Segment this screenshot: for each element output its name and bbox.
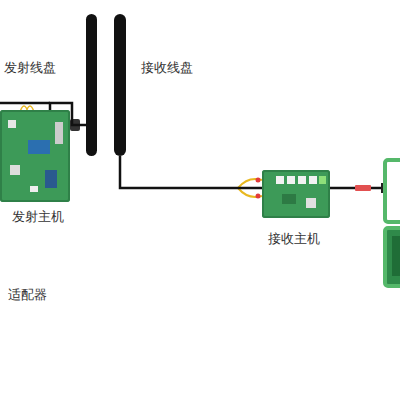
board-component: [8, 120, 16, 128]
circuit-board: 接收主机: [262, 170, 330, 218]
board-component: [55, 122, 63, 144]
coil-pad: 发射线盘: [86, 14, 97, 156]
coil-pad: 接收线盘: [114, 14, 126, 156]
board-component: [10, 165, 20, 175]
node-label: 接收线盘: [141, 60, 193, 76]
board-component: [276, 176, 284, 184]
display-screen: [385, 228, 400, 286]
board-component: [298, 176, 306, 184]
node-label: 发射主机: [12, 209, 64, 225]
board-component: [287, 176, 295, 184]
board-component: [28, 140, 50, 154]
cable-line: [120, 156, 262, 188]
board-component: [282, 194, 296, 204]
board-component: [306, 198, 316, 208]
adapter-cable: [0, 102, 50, 105]
circuit-board: 发射主机: [0, 110, 70, 202]
board-component: [319, 176, 326, 184]
cable-connector: [120, 156, 262, 188]
terminal: [256, 194, 261, 199]
board-component: [30, 186, 38, 192]
board-component: [45, 170, 57, 188]
board-component: [309, 176, 317, 184]
cable-connector: [355, 185, 371, 191]
part-label: 适配器: [8, 287, 47, 303]
node-label: 发射线盘: [4, 60, 56, 76]
display-panel: [392, 236, 400, 276]
terminal: [256, 178, 261, 183]
node-label: 接收主机: [268, 231, 320, 247]
display-screen: [385, 160, 400, 222]
